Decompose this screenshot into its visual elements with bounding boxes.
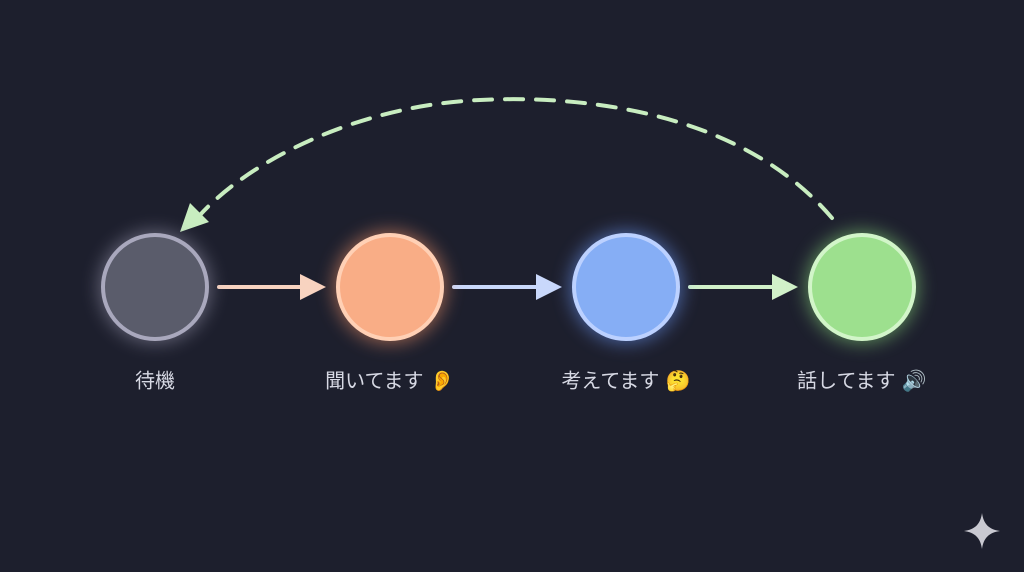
state-circle-thinking bbox=[572, 233, 680, 341]
transition-arrow-speaking-to-idle bbox=[180, 97, 834, 232]
transitions-layer bbox=[180, 97, 834, 300]
state-circle-listening bbox=[336, 233, 444, 341]
return-arrowhead bbox=[180, 203, 209, 232]
arrowhead bbox=[536, 274, 562, 300]
state-node-listening: 聞いてます 👂 bbox=[325, 231, 455, 393]
state-node-speaking: 話してます 🔊 bbox=[797, 231, 927, 393]
sparkle-icon bbox=[964, 513, 1000, 549]
transition-arrow-listening-to-thinking bbox=[452, 274, 562, 300]
state-label-thinking: 考えてます 🤔 bbox=[561, 369, 690, 393]
state-circle-speaking bbox=[808, 233, 916, 341]
state-label-listening: 聞いてます 👂 bbox=[325, 369, 455, 393]
state-node-idle: 待機 bbox=[99, 231, 211, 393]
arrowhead bbox=[772, 274, 798, 300]
state-node-thinking: 考えてます 🤔 bbox=[561, 231, 691, 393]
state-circle-idle bbox=[101, 233, 209, 341]
arrowhead bbox=[300, 274, 326, 300]
state-label-speaking: 話してます 🔊 bbox=[797, 369, 927, 393]
return-path-dashed bbox=[198, 97, 834, 220]
transition-arrow-thinking-to-speaking bbox=[688, 274, 798, 300]
states-layer: 待機 聞いてます 👂 考えてます 🤔 話してます 🔊 bbox=[99, 231, 927, 393]
state-label-idle: 待機 bbox=[135, 369, 175, 393]
transition-arrow-idle-to-listening bbox=[217, 274, 326, 300]
